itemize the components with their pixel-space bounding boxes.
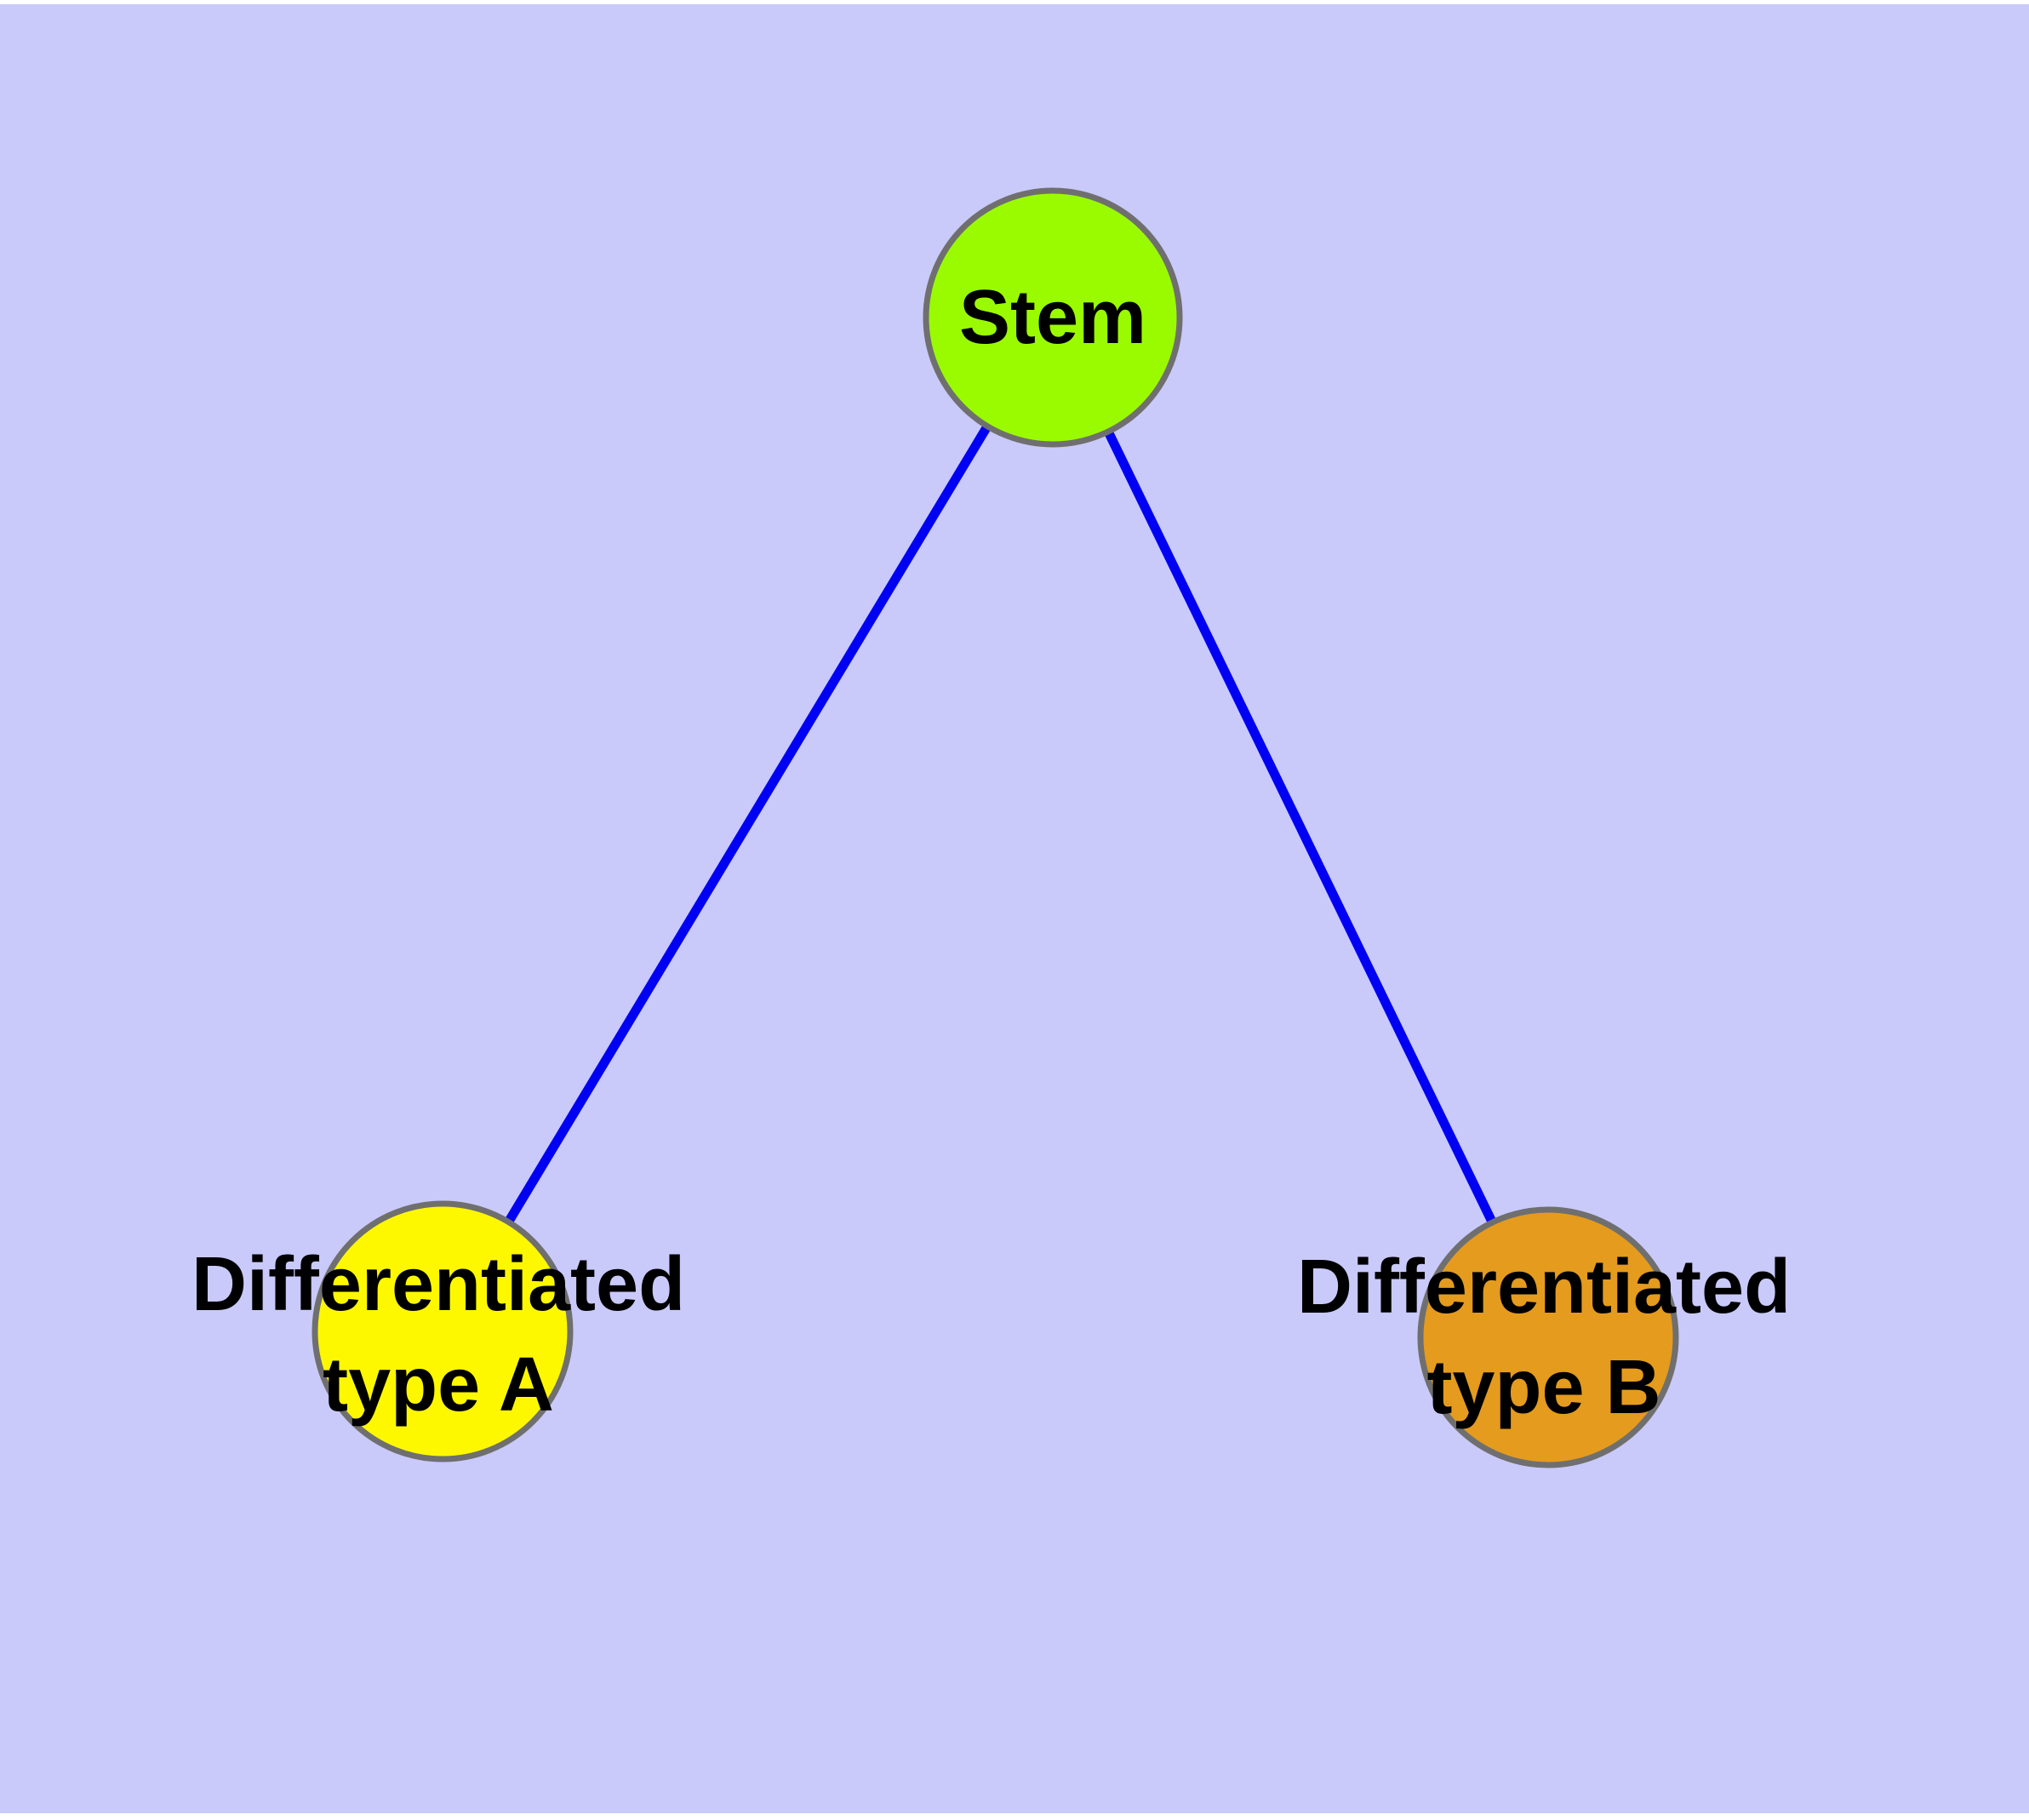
node-differentiated-type-b: [1417, 1206, 1679, 1468]
node-differentiated-type-a: [311, 1200, 574, 1462]
edge-stem-to-type-b: [1049, 315, 1552, 1340]
node-stem: [923, 187, 1183, 448]
edge-stem-to-type-a: [438, 315, 1057, 1334]
